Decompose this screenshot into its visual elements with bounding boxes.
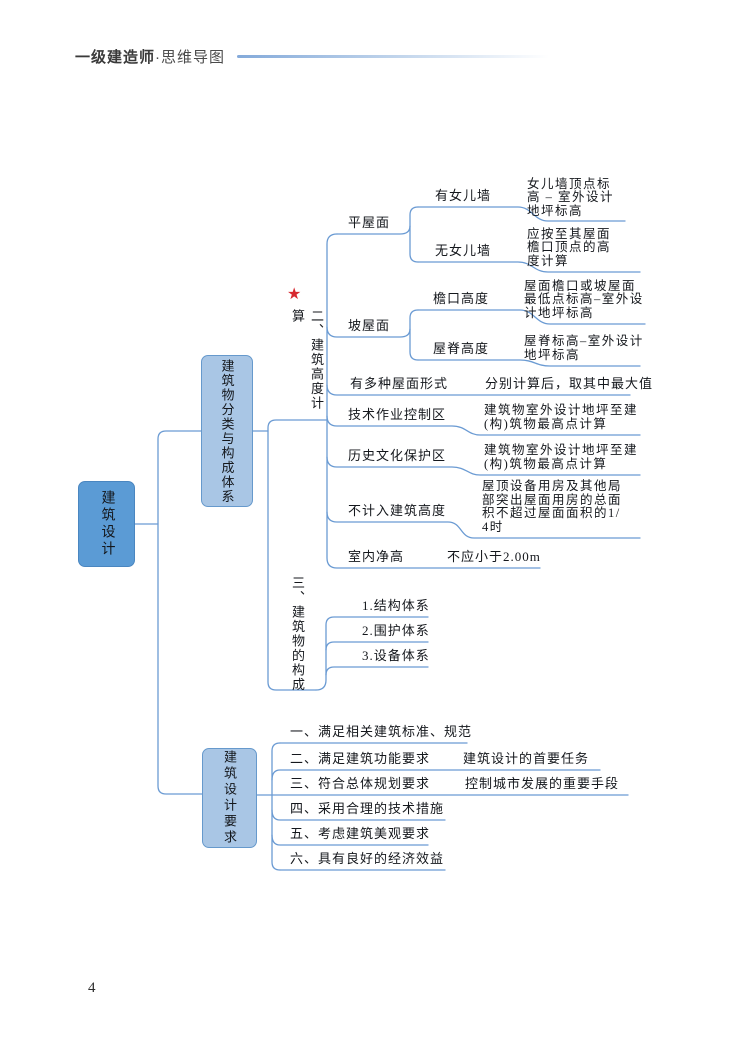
header-rule: [237, 55, 549, 58]
node-requirement-4: 四、采用合理的技术措施: [290, 801, 445, 816]
header-series-title: 一级建造师: [75, 49, 156, 66]
branch-node-label: 建筑设计要求: [222, 750, 237, 846]
node-tech-control-zone: 技术作业控制区: [348, 407, 447, 422]
node-with-parapet: 有女儿墙: [435, 188, 492, 203]
page-number: 4: [88, 980, 96, 996]
node-excluded-from-height: 不计入建筑高度: [348, 503, 447, 518]
leaf-clear-height-rule: 不应小于2.00m: [447, 549, 541, 564]
node-structure-system: 1.结构体系: [362, 598, 430, 613]
node-without-parapet: 无女儿墙: [435, 243, 492, 258]
section-height-calc-label: 二、建筑高度计算: [290, 309, 324, 411]
leaf-requirement-3-note: 控制城市发展的重要手段: [465, 776, 620, 791]
root-node-label: 建筑设计: [99, 490, 115, 558]
node-requirement-5: 五、考虑建筑美观要求: [290, 826, 431, 841]
node-equipment-system: 3.设备体系: [362, 648, 430, 663]
node-multi-roof: 有多种屋面形式: [350, 376, 449, 391]
branch-node-label: 建筑物分类与构成体系: [219, 358, 235, 504]
node-indoor-clear-height: 室内净高: [348, 549, 405, 564]
leaf-excluded-rule: 屋顶设备用房及其他局部突出屋面用房的总面积不超过屋面面积的1/4时: [482, 478, 623, 535]
page-header: 一级建造师·思维导图: [75, 46, 225, 67]
node-envelope-system: 2.围护体系: [362, 623, 430, 638]
header-separator: ·: [155, 49, 162, 66]
branch-node-classification: 建筑物分类与构成体系: [201, 355, 253, 507]
leaf-with-parapet-rule: 女儿墙顶点标高 – 室外设计地坪标高: [527, 176, 615, 219]
section-composition-label: 三、建筑物的构成: [290, 576, 305, 692]
node-eave-height: 檐口高度: [433, 291, 490, 306]
leaf-multi-roof-rule: 分别计算后，取其中最大值: [485, 376, 654, 391]
node-requirement-3: 三、符合总体规划要求: [290, 776, 431, 791]
header-subtitle: 思维导图: [161, 49, 226, 66]
leaf-without-parapet-rule: 应按至其屋面檐口顶点的高度计算: [527, 226, 612, 269]
leaf-ridge-height-rule: 屋脊标高–室外设计地坪标高: [524, 334, 644, 363]
star-icon: ★: [287, 286, 302, 303]
node-requirement-1: 一、满足相关建筑标准、规范: [290, 724, 473, 739]
branch-node-design-requirements: 建筑设计要求: [202, 748, 257, 848]
node-historic-zone: 历史文化保护区: [348, 448, 447, 463]
node-flat-roof: 平屋面: [348, 215, 391, 230]
leaf-eave-height-rule: 屋面檐口或坡屋面最低点标高–室外设计地坪标高: [524, 278, 644, 321]
root-node-building-design: 建筑设计: [78, 481, 135, 567]
node-sloped-roof: 坡屋面: [348, 318, 391, 333]
leaf-historic-zone-rule: 建筑物室外设计地坪至建(构)筑物最高点计算: [484, 443, 639, 472]
node-requirement-2: 二、满足建筑功能要求: [290, 751, 431, 766]
node-ridge-height: 屋脊高度: [433, 341, 490, 356]
node-requirement-6: 六、具有良好的经济效益: [290, 851, 445, 866]
leaf-tech-zone-rule: 建筑物室外设计地坪至建(构)筑物最高点计算: [484, 403, 639, 432]
leaf-requirement-2-note: 建筑设计的首要任务: [463, 751, 590, 766]
